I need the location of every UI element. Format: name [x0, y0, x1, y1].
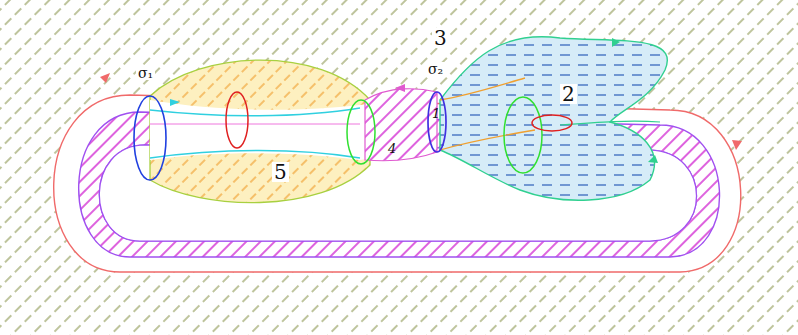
region-number: 2: [560, 84, 577, 104]
region-number: 1: [430, 107, 442, 120]
curve-label: σ₁: [136, 66, 155, 80]
region-number: 3: [432, 28, 449, 48]
curve-label: σ₂: [426, 62, 445, 76]
region-number: 4: [386, 142, 398, 155]
region-number: 5: [272, 162, 289, 182]
